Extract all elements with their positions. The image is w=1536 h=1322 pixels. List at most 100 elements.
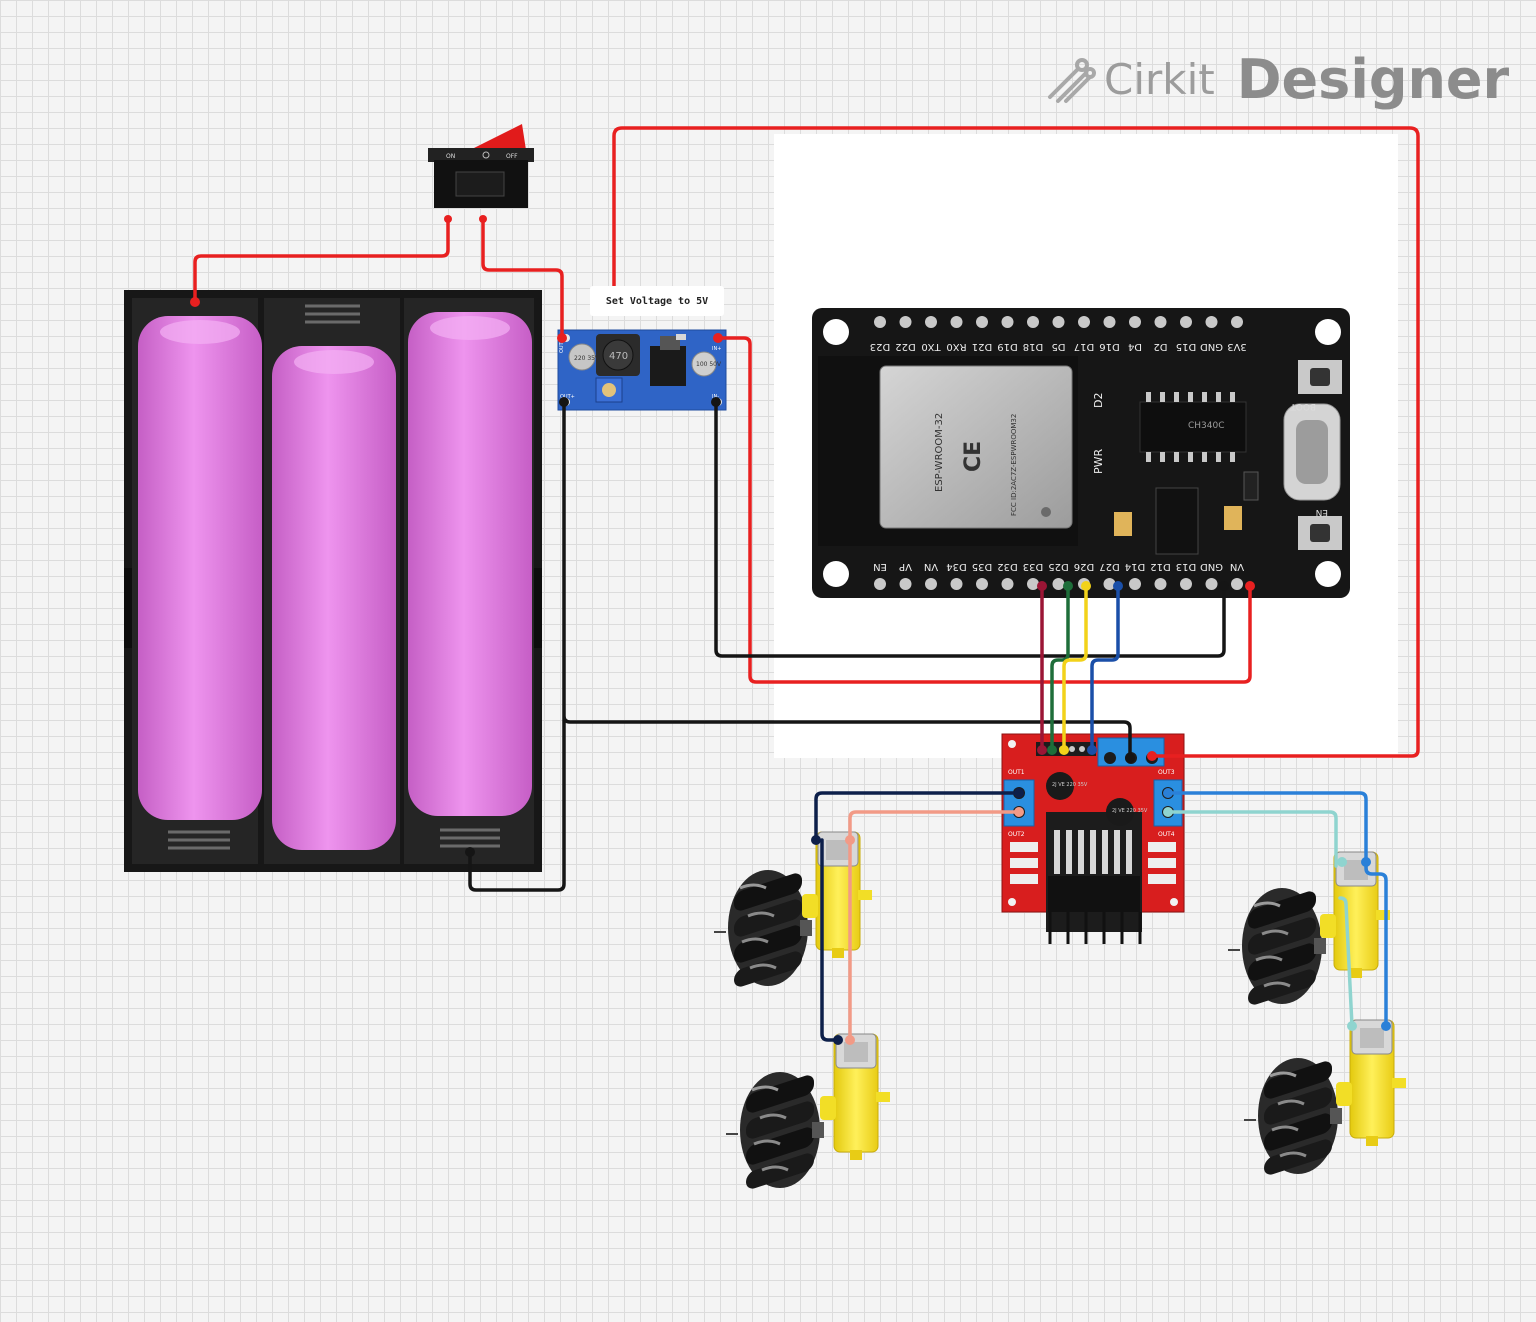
esp32-bottom-pin-hole[interactable] (1205, 578, 1218, 590)
driver-out1-label: OUT1 (1008, 769, 1025, 776)
esp32-bottom-pin-hole[interactable] (1180, 578, 1192, 590)
driver-out2-label: OUT2 (1008, 831, 1025, 838)
wire-battery-negative-to-driver-gnd[interactable] (468, 400, 1132, 892)
buck-converter-lm2596[interactable]: 220 35V 470 100 50V OUT- OUT+ IN+ IN- (557, 329, 727, 411)
wheel-rear-left[interactable] (724, 1070, 826, 1193)
wire-switch-to-buck[interactable] (481, 218, 564, 340)
buck-pin-out-plus: OUT+ (560, 394, 575, 400)
wire-out2-to-left-motors[interactable] (848, 810, 1021, 1038)
battery-cell-2 (272, 346, 396, 850)
esp32-bottom-pin-hole[interactable] (874, 578, 886, 590)
wire-d25-to-in[interactable] (1050, 584, 1070, 752)
esp32-bottom-pin-label: D25 (1048, 561, 1068, 572)
buck-pin-in-plus: IN+ (712, 346, 721, 352)
esp32-top-pin-hole[interactable] (1180, 316, 1192, 328)
esp32-top-pin-hole[interactable] (1154, 316, 1167, 328)
esp32-top-pin-label: D15 (1176, 341, 1196, 352)
esp32-top-pin-label: D23 (870, 341, 890, 352)
esp32-top-pin-label: D2 (1153, 341, 1167, 352)
esp32-bottom-pin-hole[interactable] (1027, 578, 1039, 590)
esp32-bottom-pin-label: D12 (1150, 561, 1170, 572)
esp32-bottom-pin-label: D33 (1023, 561, 1043, 572)
buck-inductor-label: 470 (609, 351, 628, 362)
esp32-bottom-pin-hole[interactable] (976, 578, 988, 590)
esp32-bottom-pin-hole[interactable] (1001, 578, 1014, 590)
esp32-bottom-pin-hole[interactable] (1154, 578, 1167, 590)
cirkit-logo-icon (1048, 58, 1096, 103)
motor-front-left[interactable] (801, 831, 873, 959)
esp32-top-pin-label: D16 (1099, 341, 1119, 352)
motor-rear-right[interactable] (1335, 1019, 1407, 1147)
motor-front-right[interactable] (1319, 851, 1391, 979)
esp32-pwr-mark: PWR (1092, 448, 1105, 474)
wire-buck-to-driver-12v[interactable] (612, 126, 1420, 758)
esp32-top-pin-label: D22 (895, 341, 915, 352)
esp32-bottom-pin-hole[interactable] (1052, 578, 1065, 590)
esp32-top-pin-hole[interactable] (874, 316, 886, 328)
motor-rear-left[interactable] (819, 1033, 891, 1161)
esp32-top-pin-hole[interactable] (1052, 316, 1065, 328)
esp32-bottom-pin-label: D27 (1099, 561, 1119, 572)
esp32-top-pin-hole[interactable] (925, 316, 937, 328)
driver-out4-label: OUT4 (1158, 831, 1175, 838)
esp32-bottom-pin-label: D14 (1125, 561, 1145, 572)
buck-cap-left-label: 220 35V (574, 355, 600, 362)
esp32-top-pin-hole[interactable] (1231, 316, 1243, 328)
battery-holder-3-cell[interactable] (124, 290, 542, 872)
switch-on-label: ON (446, 153, 455, 160)
esp32-bottom-pin-label: D35 (972, 561, 992, 572)
esp32-top-pin-hole[interactable] (1129, 316, 1141, 328)
l298n-motor-driver[interactable]: 2J VE 220 35V 2J VE 220 35V OUT1 OUT2 OU… (1001, 733, 1185, 944)
wire-buck-to-esp-vin[interactable] (716, 336, 1252, 684)
esp32-top-pin-hole[interactable] (1001, 316, 1014, 328)
driver-cap-label-2: 2J VE 220 35V (1112, 808, 1148, 814)
esp32-bottom-pin-label: D26 (1074, 561, 1094, 572)
esp32-bottom-pin-hole[interactable] (925, 578, 937, 590)
esp32-bottom-pin-hole[interactable] (899, 578, 912, 590)
esp32-bottom-pin-label: VN (924, 561, 938, 572)
esp32-bottom-pin-hole[interactable] (1231, 578, 1243, 590)
esp32-chip-label: CH340C (1188, 421, 1225, 431)
driver-cap-label-1: 2J VE 220 35V (1052, 782, 1088, 788)
wire-d26-to-in[interactable] (1062, 584, 1088, 752)
wire-battery-positive[interactable] (193, 218, 450, 304)
esp32-top-pin-hole[interactable] (1205, 316, 1218, 328)
wheel-front-right[interactable] (1226, 886, 1328, 1009)
esp32-top-pin-hole[interactable] (1078, 316, 1090, 328)
esp32-bottom-pin-label: D13 (1176, 561, 1196, 572)
esp32-en-mark: EN (1316, 507, 1328, 517)
voltage-note-label[interactable]: Set Voltage to 5V (590, 286, 724, 316)
switch-off-label: OFF (506, 153, 518, 160)
esp32-top-pin-hole[interactable] (1027, 316, 1039, 328)
esp32-d2-mark: D2 (1092, 393, 1105, 408)
esp32-top-pin-label: GND (1200, 341, 1223, 352)
wire-out4-to-right-motors[interactable] (1166, 810, 1354, 1028)
wire-out1-to-left-motors[interactable] (814, 791, 1021, 1042)
esp32-module-label: ESP-WROOM-32 (934, 413, 945, 492)
esp32-top-pin-hole[interactable] (950, 316, 963, 328)
esp32-bottom-pin-hole[interactable] (1129, 578, 1141, 590)
wire-buck-to-esp-gnd[interactable] (714, 400, 1226, 658)
esp32-top-pin-hole[interactable] (1103, 316, 1116, 328)
esp32-fcc-label: FCC ID:2AC7Z-ESPWROOM32 (1010, 414, 1018, 516)
esp32-bottom-pin-hole[interactable] (950, 578, 963, 590)
wheel-rear-right[interactable] (1242, 1056, 1344, 1179)
esp32-top-pin-hole[interactable] (976, 316, 988, 328)
esp32-boot-mark: BOOT (1290, 401, 1316, 411)
logo-brand-text: Cirkit (1104, 54, 1215, 104)
wheel-front-left[interactable] (712, 868, 814, 991)
esp32-top-pin-label: 3V3 (1227, 341, 1247, 352)
esp32-top-pin-label: D19 (997, 341, 1017, 352)
rocker-switch[interactable]: ON OFF (428, 124, 534, 223)
wire-out3-to-right-motors[interactable] (1166, 791, 1388, 1028)
buck-pin-out-minus: OUT- (559, 341, 565, 353)
esp32-ce-mark: CE (961, 441, 986, 472)
wires (190, 126, 1420, 1045)
battery-cell-3 (408, 312, 532, 816)
esp32-top-pin-label: D5 (1051, 341, 1065, 352)
esp32-top-pin-hole[interactable] (899, 316, 912, 328)
esp32-bottom-pin-hole[interactable] (1103, 578, 1116, 590)
wire-d27-to-in[interactable] (1090, 584, 1120, 752)
